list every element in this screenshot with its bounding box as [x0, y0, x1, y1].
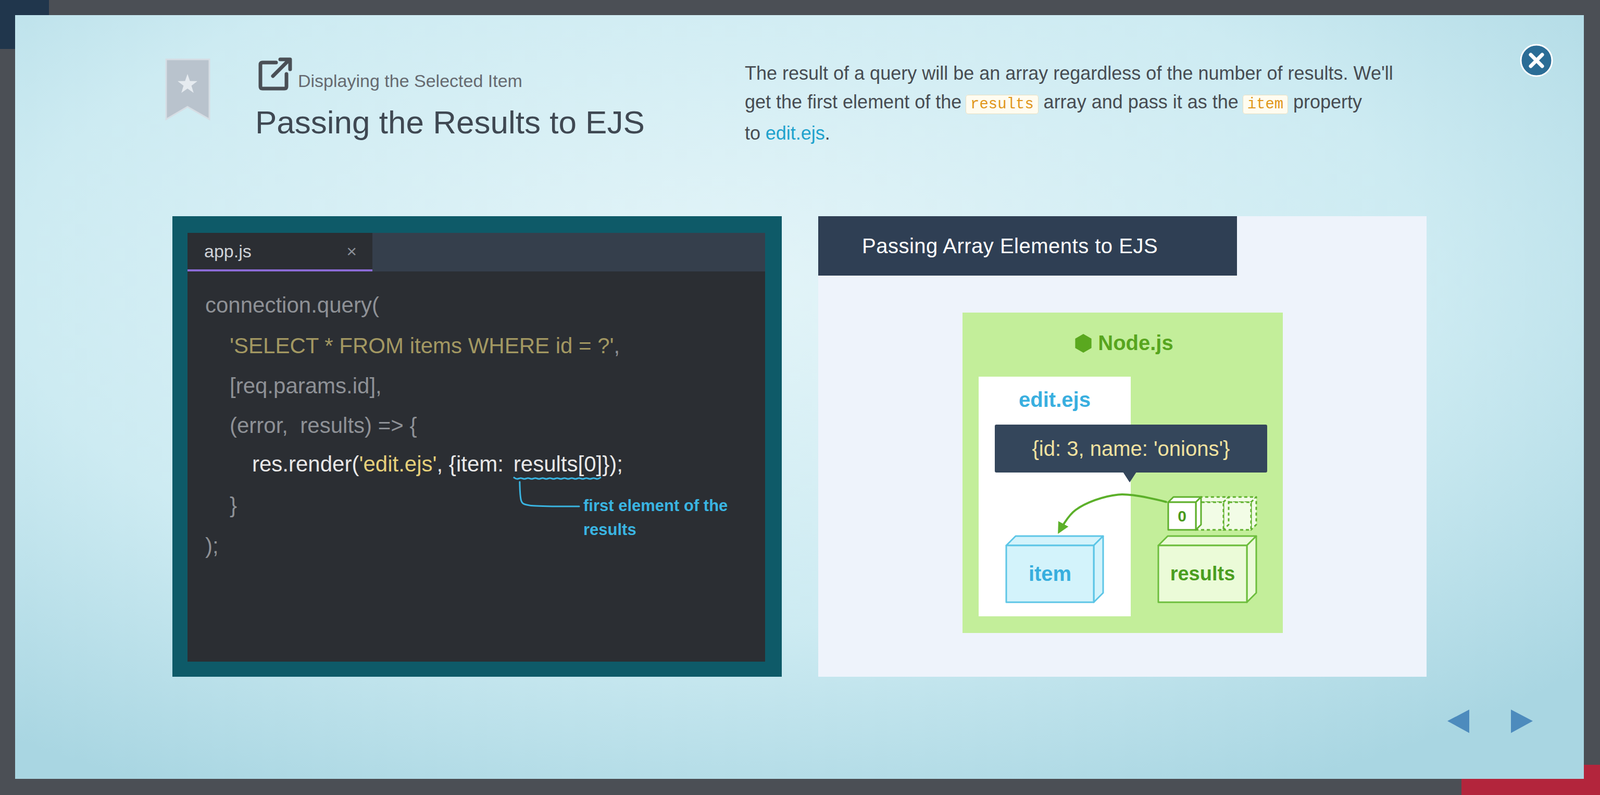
flow-arrow [1059, 494, 1167, 531]
logo-hexagon [1075, 333, 1092, 353]
value-tooltip: {id: 3, name: 'onions'} [994, 424, 1268, 473]
panel-header: Passing Array Elements to EJS [818, 216, 1237, 276]
section-label: Displaying the Selected Item [297, 70, 523, 91]
editor-tab-bar [187, 232, 766, 272]
code-text: 'edit.ejs' [358, 451, 437, 477]
external-link-arrow [272, 59, 291, 77]
cube-face [1006, 535, 1104, 546]
bookmark-star [177, 73, 198, 93]
code-text: [req.params.id], [229, 373, 382, 398]
node-text: edit.ejs [1018, 388, 1091, 412]
description-text: edit.ejs [765, 122, 825, 144]
text-block: The result of a query will be an array r… [744, 58, 1417, 148]
file-box: edit.ejs item [978, 376, 1131, 617]
text-block: (error, results) => { [229, 409, 417, 442]
description-text: . [825, 122, 831, 144]
text-block: first element of the results [583, 493, 740, 542]
cube-face [1093, 535, 1104, 603]
squiggle-underline [513, 477, 602, 479]
cube-face [1246, 535, 1257, 603]
code-text: res.render( [252, 451, 359, 477]
pointer-shape [1122, 471, 1137, 483]
code-text: 'SELECT * FROM items WHERE id = ?' [229, 333, 615, 358]
text-block: 'SELECT * FROM items WHERE id = ?', [229, 330, 620, 362]
close-cross [1530, 54, 1543, 67]
node-text: Passing Array Elements to EJS [861, 234, 1158, 258]
cube-face [1168, 502, 1196, 530]
code-text: , {item: [436, 451, 504, 477]
code-text: ); [205, 533, 219, 558]
cube-face [1158, 535, 1257, 546]
text-block: connection.query( [205, 289, 380, 321]
node-text: results [1158, 545, 1247, 603]
cube-shape [1006, 535, 1104, 603]
cube-shape [1168, 496, 1202, 530]
editor-tab: app.js × [187, 232, 373, 272]
description-text: array and pass it as the [1043, 91, 1239, 113]
node-text: × [346, 241, 357, 262]
modal-panel [15, 15, 1584, 779]
node-text: item [1006, 545, 1094, 603]
text-block: } [229, 489, 237, 521]
index-cube: 0 [1168, 496, 1202, 530]
node-text: 0 [1168, 502, 1196, 530]
text-block: Passing the Results to EJS [255, 101, 645, 144]
code-text: }); [602, 451, 623, 477]
code-text: (error, results) => { [229, 413, 417, 438]
leader-line [519, 481, 580, 507]
description-text: results [965, 94, 1039, 115]
text-block: Displaying the Selected Item [297, 68, 523, 94]
node-text: Node.js [1097, 331, 1173, 355]
runtime-box: Node.js edit.ejs item {id: 3, name: 'onions… [962, 312, 1283, 633]
description-text: item [1242, 94, 1289, 115]
slide-title: Passing the Results to EJS [255, 104, 645, 141]
callout-note: first element of the results [583, 496, 728, 539]
code-text: results[0] [513, 451, 603, 477]
illustration-panel [818, 216, 1427, 677]
ghost-cube [1195, 496, 1229, 530]
cube-face [1006, 545, 1094, 603]
code-editor [187, 232, 766, 662]
next-arrow [1510, 709, 1533, 733]
ghost-cube [1223, 496, 1257, 530]
text-block: [req.params.id], [229, 370, 382, 402]
cube-shape [1158, 535, 1257, 603]
text-block: res.render('edit.ejs', {item: results[0]}… [252, 448, 623, 480]
close-button [1520, 44, 1553, 77]
cube-face [1223, 496, 1229, 530]
text-block: ); [205, 530, 219, 562]
node-text: {id: 3, name: 'onions'} [1032, 436, 1231, 461]
previous-arrow [1447, 709, 1470, 733]
cube-face [1158, 545, 1247, 603]
code-frame [172, 216, 782, 677]
array-box: results [1158, 535, 1257, 603]
bookmark-icon [166, 59, 210, 120]
node-text: app.js [204, 241, 252, 262]
cube-face [1251, 496, 1257, 530]
node-logo [1072, 332, 1094, 354]
variable-box: item [1006, 535, 1104, 603]
code-text: , [614, 333, 621, 358]
code-text: } [229, 492, 237, 518]
code-text: connection.query( [205, 292, 380, 318]
tooltip-pointer [1122, 471, 1137, 484]
